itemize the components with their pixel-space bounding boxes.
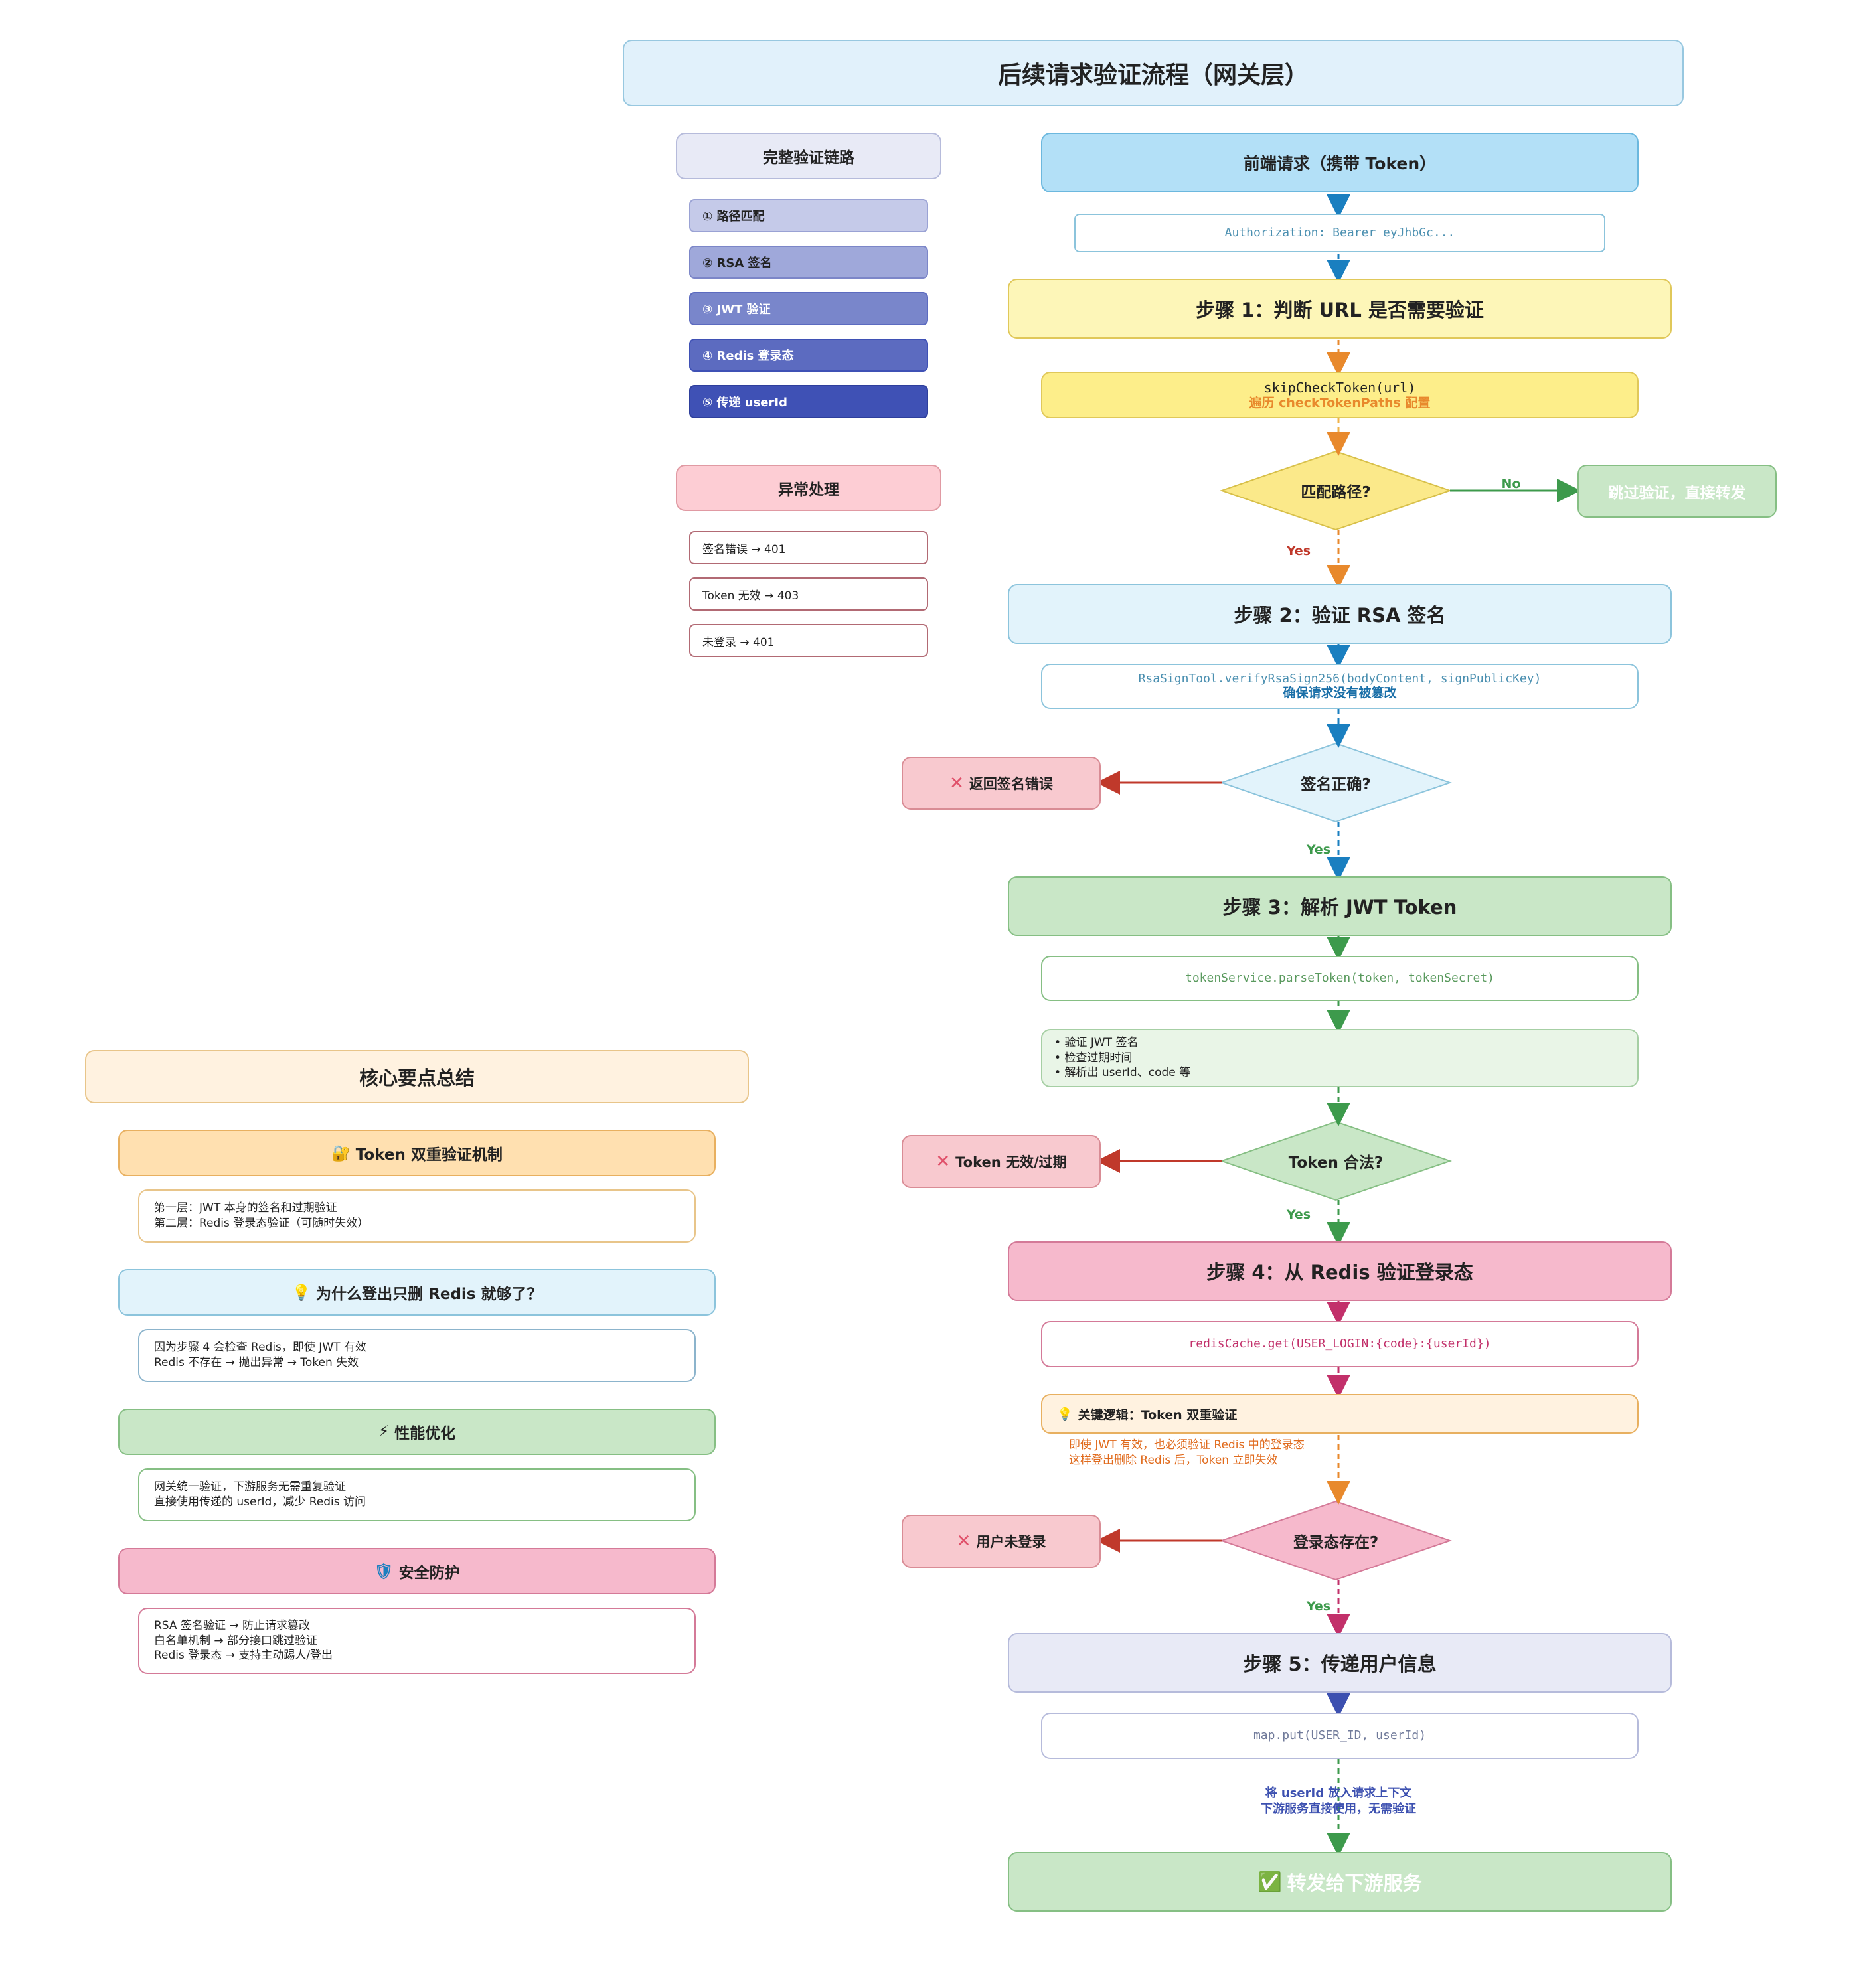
step5-code-box: map.put(USER_ID, userId) bbox=[1041, 1713, 1639, 1759]
shield-icon: 🛡 bbox=[374, 1563, 394, 1580]
lightning-icon: ⚡ bbox=[378, 1423, 390, 1440]
step5-note-line: 将 userId 放入请求上下文 bbox=[1265, 1786, 1412, 1800]
step1-code: skipCheckToken(url) bbox=[1263, 379, 1416, 396]
error-token-text: Token 无效/过期 bbox=[955, 1154, 1067, 1170]
d2-yes-label: Yes bbox=[1306, 842, 1331, 857]
summary-card-security-title-text: 安全防护 bbox=[398, 1565, 460, 1582]
d4-yes-label: Yes bbox=[1306, 1599, 1331, 1614]
decision-token: Token 合法? bbox=[1288, 1154, 1384, 1172]
lightbulb-icon: 💡 bbox=[291, 1284, 311, 1302]
chain-item-path-match: ① 路径匹配 bbox=[689, 199, 928, 232]
summary-card-perf-title: ⚡ 性能优化 bbox=[118, 1409, 716, 1455]
d1-yes-label: Yes bbox=[1286, 544, 1311, 558]
summary-card-logout-title: 💡 为什么登出只删 Redis 就够了？ bbox=[118, 1269, 716, 1316]
decision-match-path-shape bbox=[1219, 450, 1453, 531]
summary-line: 第二层：Redis 登录态验证（可随时失效） bbox=[154, 1217, 369, 1230]
error-sign-text: 返回签名错误 bbox=[969, 776, 1053, 792]
summary-line: 因为步骤 4 会检查 Redis，即使 JWT 有效 bbox=[154, 1341, 366, 1355]
d1-no-label: No bbox=[1501, 477, 1521, 491]
request-box: 前端请求（携带 Token） bbox=[1041, 133, 1639, 192]
chain-header: 完整验证链路 bbox=[676, 133, 941, 179]
forward-box: ✅ 转发给下游服务 bbox=[1008, 1852, 1672, 1912]
step1-code-box: skipCheckToken(url) 遍历 checkTokenPaths 配… bbox=[1041, 372, 1639, 418]
summary-card-token-body: 第一层：JWT 本身的签名和过期验证 第二层：Redis 登录态验证（可随时失效… bbox=[138, 1189, 696, 1243]
cross-icon: ✕ bbox=[935, 1152, 951, 1172]
decision-login-shape bbox=[1219, 1500, 1453, 1581]
step2-note: 确保请求没有被篡改 bbox=[1283, 686, 1397, 701]
step4-note-line: 这样登出删除 Redis 后，Token 立即失效 bbox=[1069, 1453, 1278, 1467]
decision-sign: 签名正确? bbox=[1301, 776, 1371, 793]
step5-box: 步骤 5：传递用户信息 bbox=[1008, 1633, 1672, 1693]
page-title: 后续请求验证流程（网关层） bbox=[623, 40, 1684, 106]
step3-code-box: tokenService.parseToken(token, tokenSecr… bbox=[1041, 956, 1639, 1001]
step3-bullet: • 验证 JWT 签名 bbox=[1054, 1035, 1139, 1049]
summary-card-token-title: 🔐 Token 双重验证机制 bbox=[118, 1130, 716, 1176]
step3-box: 步骤 3：解析 JWT Token bbox=[1008, 876, 1672, 936]
chain-item-redis: ④ Redis 登录态 bbox=[689, 339, 928, 372]
exception-item-sign: 签名错误 → 401 bbox=[689, 531, 928, 564]
summary-line: 第一层：JWT 本身的签名和过期验证 bbox=[154, 1201, 337, 1215]
summary-card-security-body: RSA 签名验证 → 防止请求篡改 白名单机制 → 部分接口跳过验证 Redis… bbox=[138, 1608, 696, 1674]
chain-item-rsa-sign: ② RSA 签名 bbox=[689, 246, 928, 279]
summary-line: 白名单机制 → 部分接口跳过验证 bbox=[154, 1634, 318, 1647]
step3-bullets-box: • 验证 JWT 签名 • 检查过期时间 • 解析出 userId、code 等 bbox=[1041, 1029, 1639, 1087]
summary-line: 网关统一验证，下游服务无需重复验证 bbox=[154, 1480, 346, 1494]
step2-code-box: RsaSignTool.verifyRsaSign256(bodyContent… bbox=[1041, 664, 1639, 709]
d3-yes-label: Yes bbox=[1286, 1207, 1311, 1222]
step4-key-text: 关键逻辑：Token 双重验证 bbox=[1078, 1407, 1238, 1422]
cross-icon: ✕ bbox=[949, 773, 964, 793]
error-login-text: 用户未登录 bbox=[976, 1534, 1046, 1550]
step4-code-box: redisCache.get(USER_LOGIN:{code}:{userId… bbox=[1041, 1321, 1639, 1367]
decision-match-path: 匹配路径? bbox=[1301, 484, 1371, 501]
step2-code: RsaSignTool.verifyRsaSign256(bodyContent… bbox=[1138, 671, 1542, 686]
chain-item-jwt: ③ JWT 验证 bbox=[689, 292, 928, 325]
auth-header-box: Authorization: Bearer eyJhbGc... bbox=[1074, 214, 1605, 252]
summary-line: Redis 登录态 → 支持主动踢人/登出 bbox=[154, 1649, 333, 1663]
step4-key-box: 💡 关键逻辑：Token 双重验证 bbox=[1041, 1394, 1639, 1434]
step4-note-line: 即使 JWT 有效，也必须验证 Redis 中的登录态 bbox=[1069, 1438, 1305, 1452]
step4-box: 步骤 4：从 Redis 验证登录态 bbox=[1008, 1241, 1672, 1301]
step2-box: 步骤 2：验证 RSA 签名 bbox=[1008, 584, 1672, 644]
decision-token-shape bbox=[1219, 1120, 1453, 1201]
summary-card-token-title-text: Token 双重验证机制 bbox=[355, 1146, 503, 1164]
step1-note: 遍历 checkTokenPaths 配置 bbox=[1249, 395, 1431, 410]
step3-bullet: • 解析出 userId、code 等 bbox=[1054, 1066, 1191, 1080]
summary-card-perf-title-text: 性能优化 bbox=[394, 1425, 456, 1442]
summary-line: Redis 不存在 → 抛出异常 → Token 失效 bbox=[154, 1356, 359, 1369]
cross-icon: ✕ bbox=[956, 1531, 971, 1551]
error-login-box: ✕ 用户未登录 bbox=[902, 1515, 1101, 1568]
step3-bullet: • 检查过期时间 bbox=[1054, 1051, 1133, 1065]
lock-icon: 🔐 bbox=[331, 1144, 351, 1162]
step4-note: 即使 JWT 有效，也必须验证 Redis 中的登录态 这样登出删除 Redis… bbox=[1069, 1438, 1305, 1468]
decision-login: 登录态存在? bbox=[1293, 1534, 1379, 1551]
error-sign-box: ✕ 返回签名错误 bbox=[902, 757, 1101, 810]
decision-sign-shape bbox=[1219, 742, 1453, 823]
summary-card-logout-body: 因为步骤 4 会检查 Redis，即使 JWT 有效 Redis 不存在 → 抛… bbox=[138, 1329, 696, 1382]
summary-header: 核心要点总结 bbox=[85, 1050, 749, 1103]
summary-card-logout-title-text: 为什么登出只删 Redis 就够了？ bbox=[316, 1286, 542, 1303]
skip-box: 跳过验证，直接转发 bbox=[1577, 465, 1777, 518]
summary-card-perf-body: 网关统一验证，下游服务无需重复验证 直接使用传递的 userId，减少 Redi… bbox=[138, 1468, 696, 1521]
exception-header: 异常处理 bbox=[676, 465, 941, 511]
summary-card-security-title: 🛡 安全防护 bbox=[118, 1548, 716, 1594]
step5-note-line: 下游服务直接使用，无需验证 bbox=[1261, 1802, 1416, 1817]
chain-item-userid: ⑤ 传递 userId bbox=[689, 385, 928, 418]
check-icon: ✅ bbox=[1257, 1870, 1282, 1893]
summary-line: RSA 签名验证 → 防止请求篡改 bbox=[154, 1618, 311, 1632]
step1-box: 步骤 1：判断 URL 是否需要验证 bbox=[1008, 279, 1672, 339]
forward-text: 转发给下游服务 bbox=[1287, 1872, 1422, 1894]
summary-line: 直接使用传递的 userId，减少 Redis 访问 bbox=[154, 1495, 366, 1509]
step5-note: 将 userId 放入请求上下文 下游服务直接使用，无需验证 bbox=[1261, 1786, 1416, 1818]
exception-item-login: 未登录 → 401 bbox=[689, 624, 928, 657]
error-token-box: ✕ Token 无效/过期 bbox=[902, 1135, 1101, 1188]
lightbulb-icon: 💡 bbox=[1057, 1407, 1073, 1422]
exception-item-token: Token 无效 → 403 bbox=[689, 577, 928, 611]
